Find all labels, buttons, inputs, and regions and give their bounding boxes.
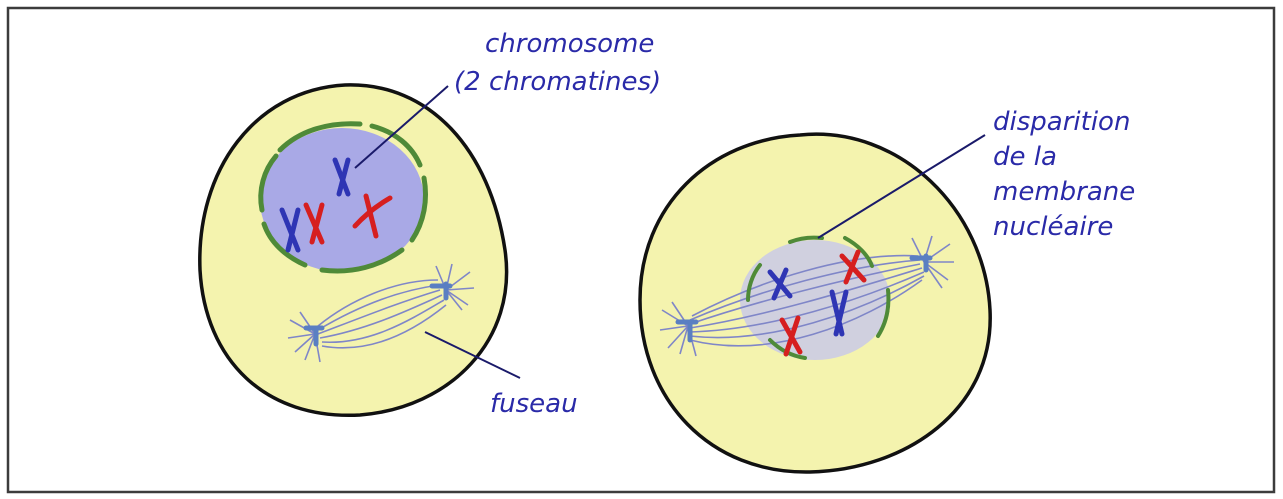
label-nucleaire: nucléaire <box>993 212 1113 242</box>
label-membrane: membrane <box>993 177 1135 207</box>
label-de-la: de la <box>993 142 1057 172</box>
label-fuseau: fuseau <box>490 389 578 419</box>
label-chromatines: (2 chromatines) <box>454 67 661 97</box>
label-chromosome: chromosome <box>485 29 654 59</box>
label-disparition: disparition <box>993 107 1130 137</box>
